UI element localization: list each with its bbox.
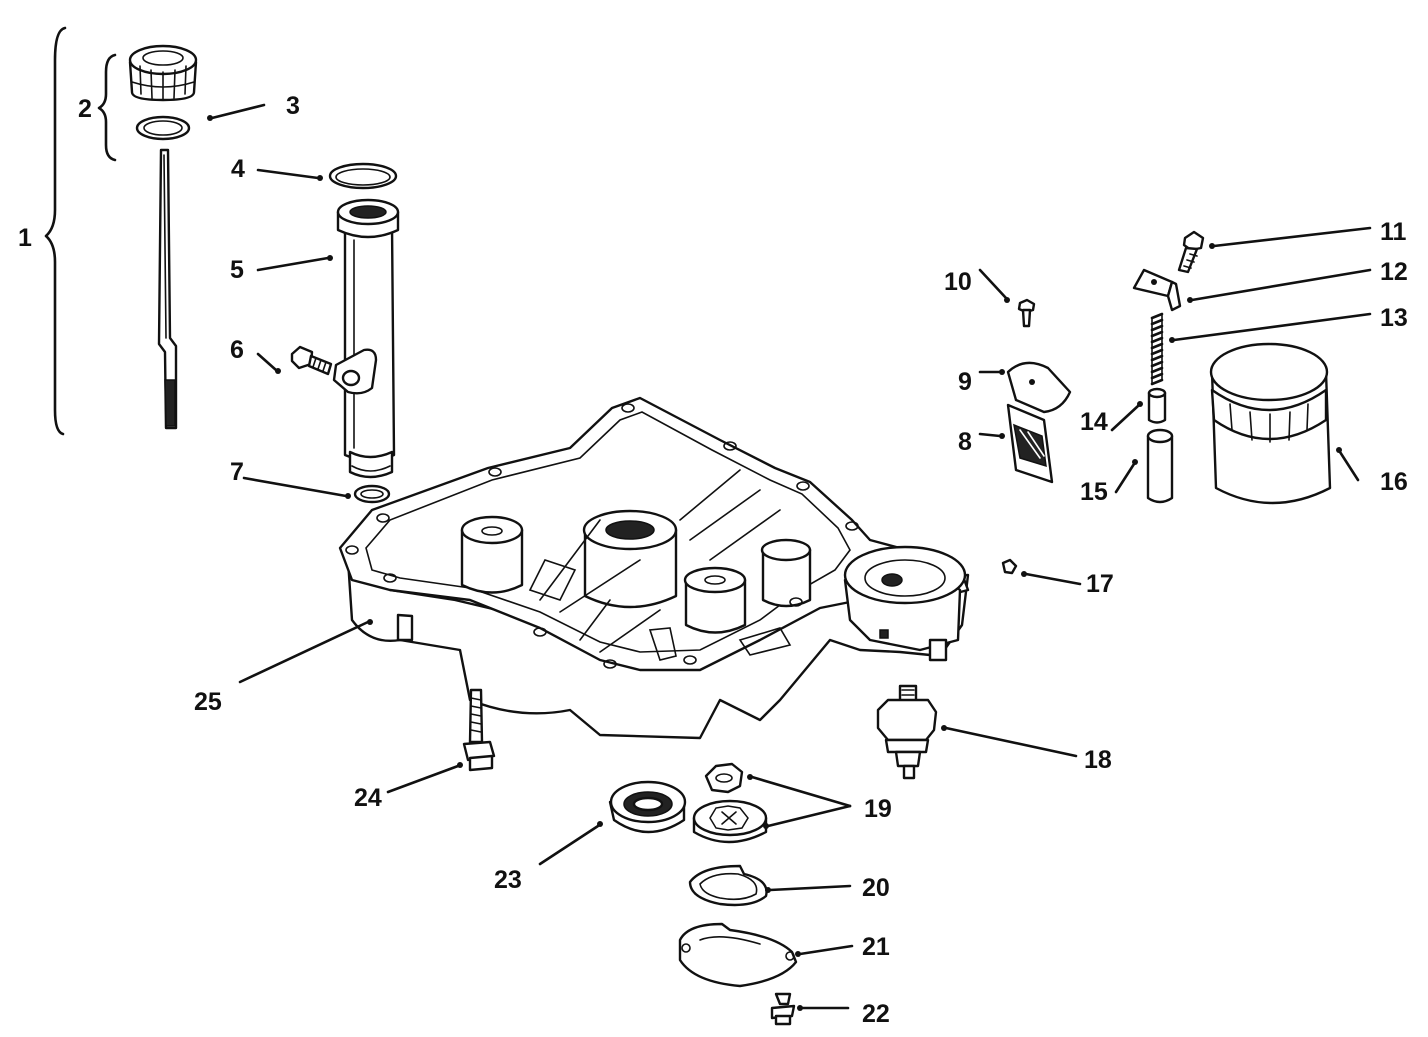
callout-24: 24 [354, 784, 382, 812]
callout-21: 21 [862, 933, 890, 961]
relief-sleeve [1146, 428, 1174, 504]
relief-piston [1147, 387, 1167, 424]
callout-4: 4 [231, 155, 245, 183]
screen [1006, 403, 1054, 484]
brace-assembly-2 [97, 53, 117, 162]
leader-lines [207, 103, 1372, 1011]
cover-plate [1006, 361, 1072, 414]
brace-assembly-1 [44, 26, 67, 436]
callout-18: 18 [1084, 746, 1112, 774]
callout-1: 1 [18, 224, 32, 252]
tube-o-ring [353, 484, 391, 504]
oil-pressure-switch [876, 684, 938, 780]
callout-23: 23 [494, 866, 522, 894]
callout-17: 17 [1086, 570, 1114, 598]
oil-seal [608, 780, 687, 834]
callout-20: 20 [862, 874, 890, 902]
dipstick-cap [128, 44, 198, 102]
callout-16: 16 [1380, 468, 1408, 496]
pump-cover-screw [770, 992, 796, 1026]
bracket [1132, 268, 1182, 312]
oil-pump-outer-rotor [692, 799, 768, 844]
oil-filter [1209, 342, 1332, 505]
callout-11: 11 [1380, 218, 1407, 246]
callout-5: 5 [230, 256, 244, 284]
callout-12: 12 [1380, 258, 1408, 286]
oil-pan [338, 396, 970, 740]
callout-9: 9 [958, 368, 972, 396]
callout-19: 19 [864, 795, 892, 823]
callout-2: 2 [78, 95, 92, 123]
bracket-bolt [1177, 230, 1205, 274]
callout-22: 22 [862, 1000, 890, 1028]
callout-25: 25 [194, 688, 222, 716]
spring [1150, 312, 1164, 386]
pump-cover-gasket [688, 864, 768, 907]
dipstick-tube [332, 198, 400, 479]
pipe-plug [1001, 558, 1018, 575]
callout-15: 15 [1080, 478, 1108, 506]
callout-13: 13 [1380, 304, 1408, 332]
tube-seal-ring [328, 162, 398, 190]
callout-10: 10 [944, 268, 972, 296]
callout-14: 14 [1080, 408, 1108, 436]
oil-pump-inner-gear [704, 762, 744, 794]
callout-6: 6 [230, 336, 244, 364]
tube-bracket-bolt [290, 345, 333, 376]
callout-3: 3 [286, 92, 300, 120]
dipstick [157, 148, 178, 430]
oil-pump-cover [678, 922, 798, 988]
callout-7: 7 [230, 458, 244, 486]
small-bolt [1017, 298, 1036, 328]
oil-pan-bolt [462, 688, 496, 772]
callout-8: 8 [958, 428, 972, 456]
